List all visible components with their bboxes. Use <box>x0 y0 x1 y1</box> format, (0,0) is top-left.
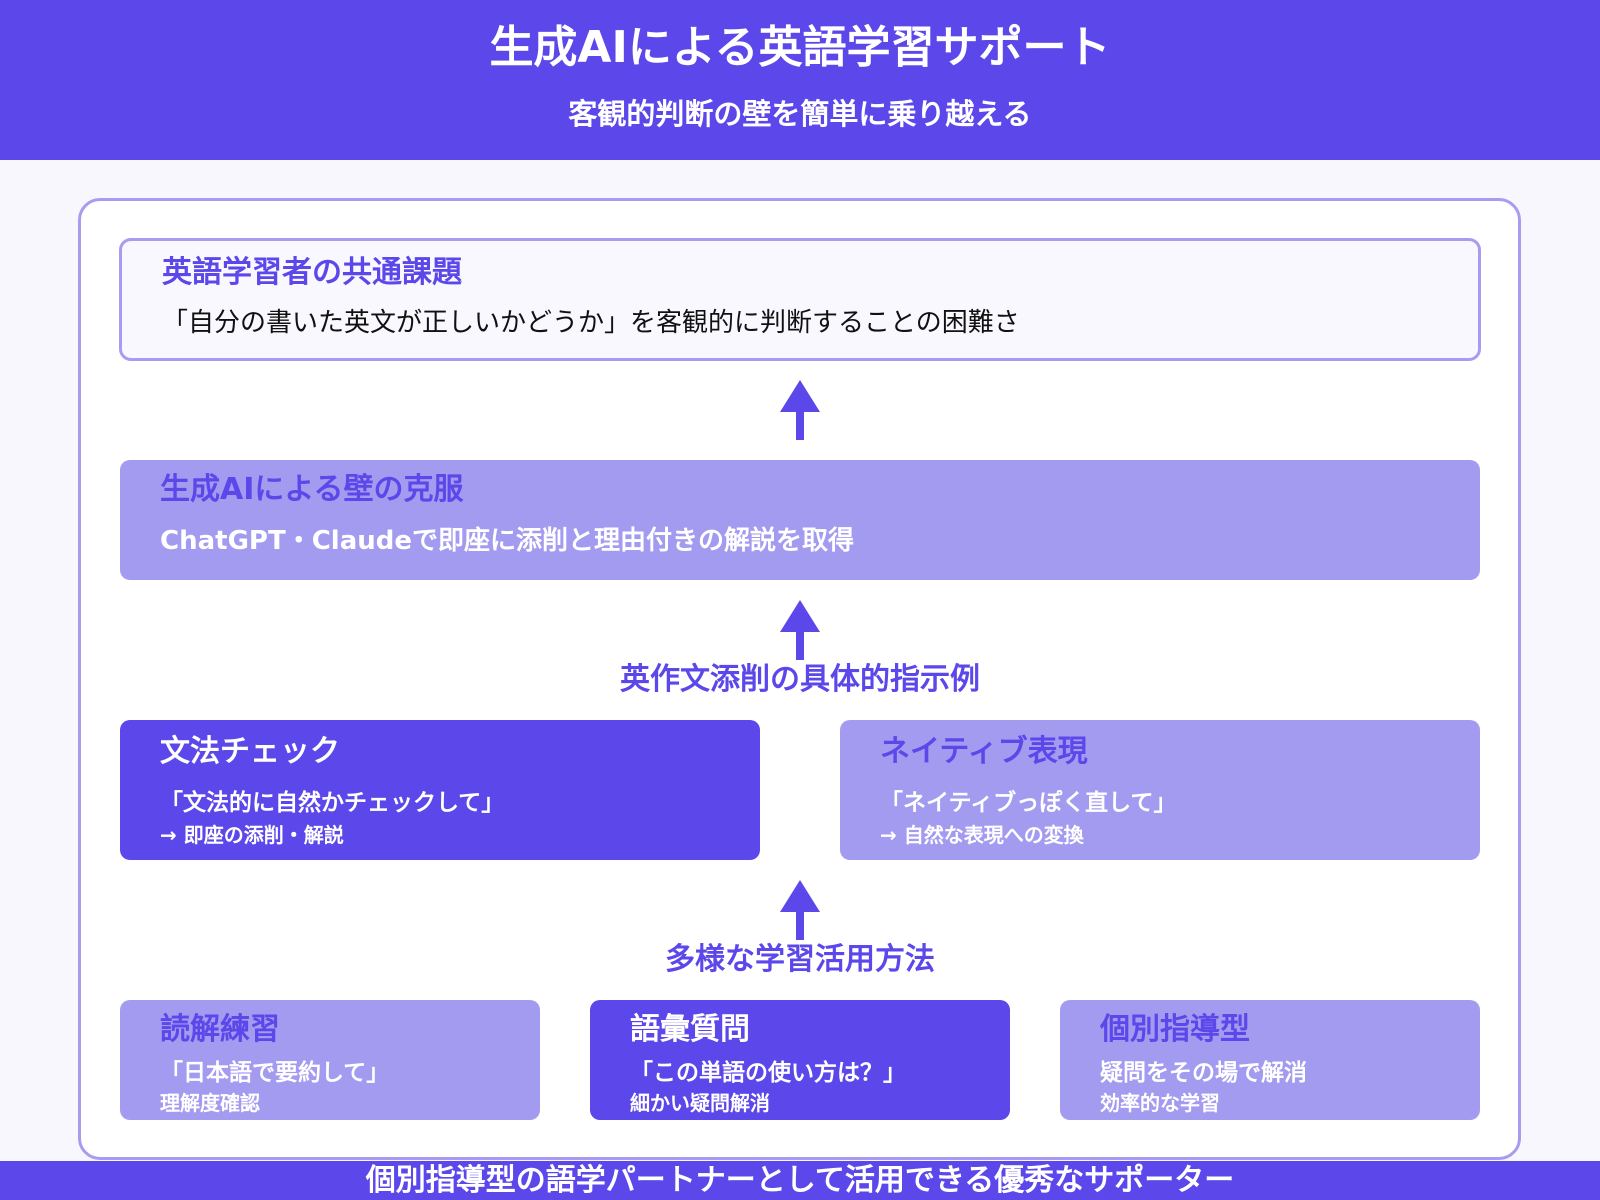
solution-box: 生成AIによる壁の克服 ChatGPT・Claudeで即座に添削と理由付きの解説… <box>120 460 1480 580</box>
page-subtitle: 客観的判断の壁を簡単に乗り越える <box>568 97 1032 131</box>
card-prompt: 「この単語の使い方は？」 <box>630 1060 906 1086</box>
card-result: → 自然な表現への変換 <box>880 823 1084 847</box>
card-title: ネイティブ表現 <box>880 734 1088 769</box>
card-title: 語彙質問 <box>630 1012 750 1047</box>
up-arrow-icon <box>780 600 820 660</box>
correction-section-label: 英作文添削の具体的指示例 <box>620 662 980 697</box>
individual-tutoring-card: 個別指導型 疑問をその場で解消 効率的な学習 <box>1060 1000 1480 1120</box>
card-result: 効率的な学習 <box>1100 1091 1220 1115</box>
vocabulary-question-card: 語彙質問 「この単語の使い方は？」 細かい疑問解消 <box>590 1000 1010 1120</box>
grammar-check-card: 文法チェック 「文法的に自然かチェックして」 → 即座の添削・解説 <box>120 720 760 860</box>
card-prompt: 疑問をその場で解消 <box>1100 1060 1307 1086</box>
up-arrow-icon <box>780 380 820 440</box>
problem-box: 英語学習者の共通課題 「自分の書いた英文が正しいかどうか」を客観的に判断すること… <box>119 238 1481 361</box>
card-result: 細かい疑問解消 <box>630 1091 770 1115</box>
card-result: 理解度確認 <box>160 1091 260 1115</box>
card-prompt: 「ネイティブっぽく直して」 <box>880 790 1177 816</box>
header-banner: 生成AIによる英語学習サポート 客観的判断の壁を簡単に乗り越える <box>0 0 1600 160</box>
up-arrow-icon <box>780 880 820 940</box>
page-title: 生成AIによる英語学習サポート <box>489 22 1111 73</box>
problem-text: 「自分の書いた英文が正しいかどうか」を客観的に判断することの困難さ <box>162 308 1020 338</box>
card-prompt: 「文法的に自然かチェックして」 <box>160 790 505 816</box>
card-title: 文法チェック <box>160 734 340 769</box>
footer-banner: 個別指導型の語学パートナーとして活用できる優秀なサポーター <box>0 1161 1600 1200</box>
native-expression-card: ネイティブ表現 「ネイティブっぽく直して」 → 自然な表現への変換 <box>840 720 1480 860</box>
card-result: → 即座の添削・解説 <box>160 823 344 847</box>
card-prompt: 「日本語で要約して」 <box>160 1060 390 1086</box>
usage-section-label: 多様な学習活用方法 <box>665 942 935 977</box>
solution-text: ChatGPT・Claudeで即座に添削と理由付きの解説を取得 <box>160 526 854 556</box>
card-title: 読解練習 <box>160 1012 280 1047</box>
solution-title: 生成AIによる壁の克服 <box>160 472 464 507</box>
card-title: 個別指導型 <box>1100 1012 1250 1047</box>
problem-title: 英語学習者の共通課題 <box>162 255 462 290</box>
footer-text: 個別指導型の語学パートナーとして活用できる優秀なサポーター <box>365 1163 1235 1198</box>
reading-practice-card: 読解練習 「日本語で要約して」 理解度確認 <box>120 1000 540 1120</box>
